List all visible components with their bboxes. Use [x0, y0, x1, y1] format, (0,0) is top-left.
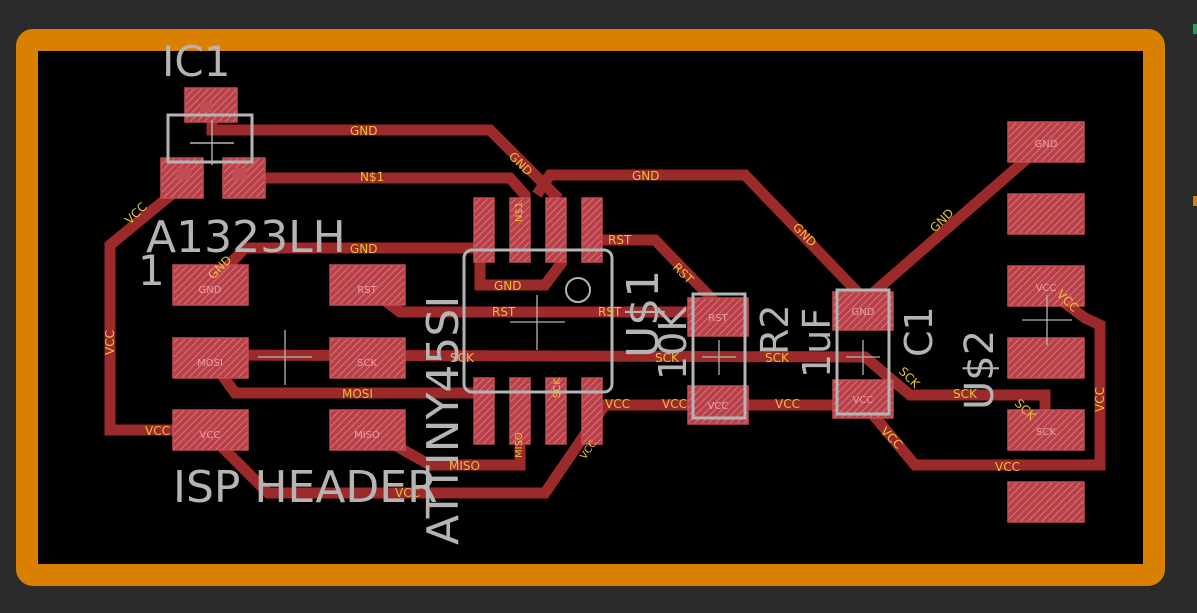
- pad-labels: GND MOSI VCC RST SCK MISO RST VCC GND VC…: [197, 139, 1058, 441]
- trace-vcc-ic1: [104, 177, 216, 436]
- ic1-name: IC1: [162, 37, 230, 86]
- c1-name: C1: [897, 306, 941, 357]
- net-label: SCK: [655, 351, 680, 365]
- c1-pad-top: [832, 291, 894, 331]
- ic1-value: A1323LH: [146, 212, 346, 263]
- c1-pad-bottom: [832, 379, 894, 419]
- pad-label-r2-bot: VCC: [708, 401, 729, 412]
- mcu-outline: [462, 248, 614, 394]
- trace-sck: [204, 349, 1051, 436]
- u2-pad-5: [1007, 409, 1085, 451]
- r2[interactable]: [687, 292, 749, 425]
- mcu-pin-5: [473, 377, 495, 445]
- pad-label-j-mosi: MOSI: [197, 358, 223, 369]
- u2-pad-1: [1007, 121, 1085, 163]
- trace-rst: [584, 234, 726, 313]
- pad-label-r2-top: RST: [708, 313, 728, 324]
- pad-j-miso: [329, 409, 406, 451]
- pad-label-j-gnd: GND: [199, 285, 222, 296]
- net-label: GND: [632, 169, 660, 183]
- mcu-value: ATTINY45SI: [418, 296, 469, 545]
- trace-gnd-c1: [532, 169, 873, 308]
- mcu-pin-4: [581, 197, 603, 263]
- pad-label-u2-3: VCC: [1036, 283, 1057, 294]
- mcu-pin-6: [509, 377, 531, 445]
- mcu-pin1-dot: [565, 277, 591, 303]
- r2-name: R2: [753, 304, 797, 355]
- edge-marker-green: [1193, 24, 1197, 34]
- net-label: GND: [350, 242, 378, 256]
- net-label: N$1: [514, 202, 525, 222]
- mcu-pin-8: [581, 377, 603, 445]
- u2-pad-3: [1007, 265, 1085, 307]
- u2-connector[interactable]: [1007, 121, 1085, 523]
- mcu-pin-1: [473, 197, 495, 263]
- pad-j-gnd: [172, 264, 249, 306]
- pad-label-u2-5: SCK: [1036, 427, 1056, 438]
- r2-outline: [691, 292, 747, 420]
- net-label: VCC: [103, 330, 117, 355]
- ic1-pin1: 1: [138, 246, 165, 295]
- ic1[interactable]: [160, 87, 266, 199]
- mcu-pin-3: [545, 197, 567, 263]
- edge-marker-orange: [1193, 196, 1197, 206]
- net-label: VCC: [995, 460, 1020, 474]
- c1-value: 1uF: [795, 308, 839, 378]
- attiny45[interactable]: [462, 197, 614, 445]
- u2-pad-6: [1007, 481, 1085, 523]
- net-label: MOSI: [342, 387, 373, 401]
- mcu-pin-2: [509, 197, 531, 263]
- net-label: VCC: [775, 397, 800, 411]
- pad-label-j-miso: MISO: [354, 430, 380, 441]
- net-label: SCK: [552, 378, 563, 398]
- trace-gnd-header: [202, 242, 568, 293]
- net-label: SCK: [450, 351, 475, 365]
- net-label: VCC: [145, 424, 170, 438]
- net-label: VCC: [1093, 387, 1107, 412]
- net-label: MISO: [514, 432, 525, 458]
- silkscreen-labels: IC1 A1323LH 1 ISP HEADER ATTINY45SI U$1 …: [138, 37, 1003, 545]
- net-label: RST: [608, 233, 632, 247]
- u2-pad-4: [1007, 337, 1085, 379]
- mcu-pin-7: [545, 377, 567, 445]
- mcu-name: U$1: [618, 270, 669, 358]
- ic1-outline: [166, 113, 254, 164]
- net-label: SCK: [765, 351, 790, 365]
- pad-j-sck: [329, 337, 406, 379]
- pad-label-c1-top: GND: [852, 307, 875, 318]
- trace-gnd-u2: [857, 135, 1053, 308]
- pad-j-mosi: [172, 337, 249, 379]
- net-label: VCC: [605, 397, 630, 411]
- pad-label-j-sck: SCK: [357, 358, 377, 369]
- pad-label-c1-bot: VCC: [853, 395, 874, 406]
- pad-label-j-vcc: VCC: [200, 430, 221, 441]
- u2-pad-2: [1007, 193, 1085, 235]
- trace-vcc-bottom: [202, 280, 1106, 499]
- isp-header-value: ISP HEADER: [173, 462, 438, 513]
- r2-value: 10K: [651, 306, 695, 380]
- pad-j-vcc: [172, 409, 249, 451]
- net-label: VCC: [662, 397, 687, 411]
- c1[interactable]: [832, 288, 894, 419]
- net-label: RST: [492, 305, 516, 319]
- r2-pad-top: [687, 297, 749, 337]
- net-label: SCK: [953, 387, 978, 401]
- net-label: MISO: [449, 459, 480, 473]
- net-label: VCC: [395, 486, 420, 500]
- isp-header[interactable]: [172, 264, 406, 451]
- net-label: RST: [598, 305, 622, 319]
- net-label: GND: [494, 279, 522, 293]
- pad-label-j-rst: RST: [357, 285, 377, 296]
- net-label: N$1: [360, 170, 384, 184]
- u2-name: U$2: [957, 330, 1003, 410]
- pad-label-u2-1: GND: [1035, 139, 1058, 150]
- c1-outline: [835, 288, 891, 416]
- net-label: GND: [350, 124, 378, 138]
- pad-j-rst: [329, 264, 406, 306]
